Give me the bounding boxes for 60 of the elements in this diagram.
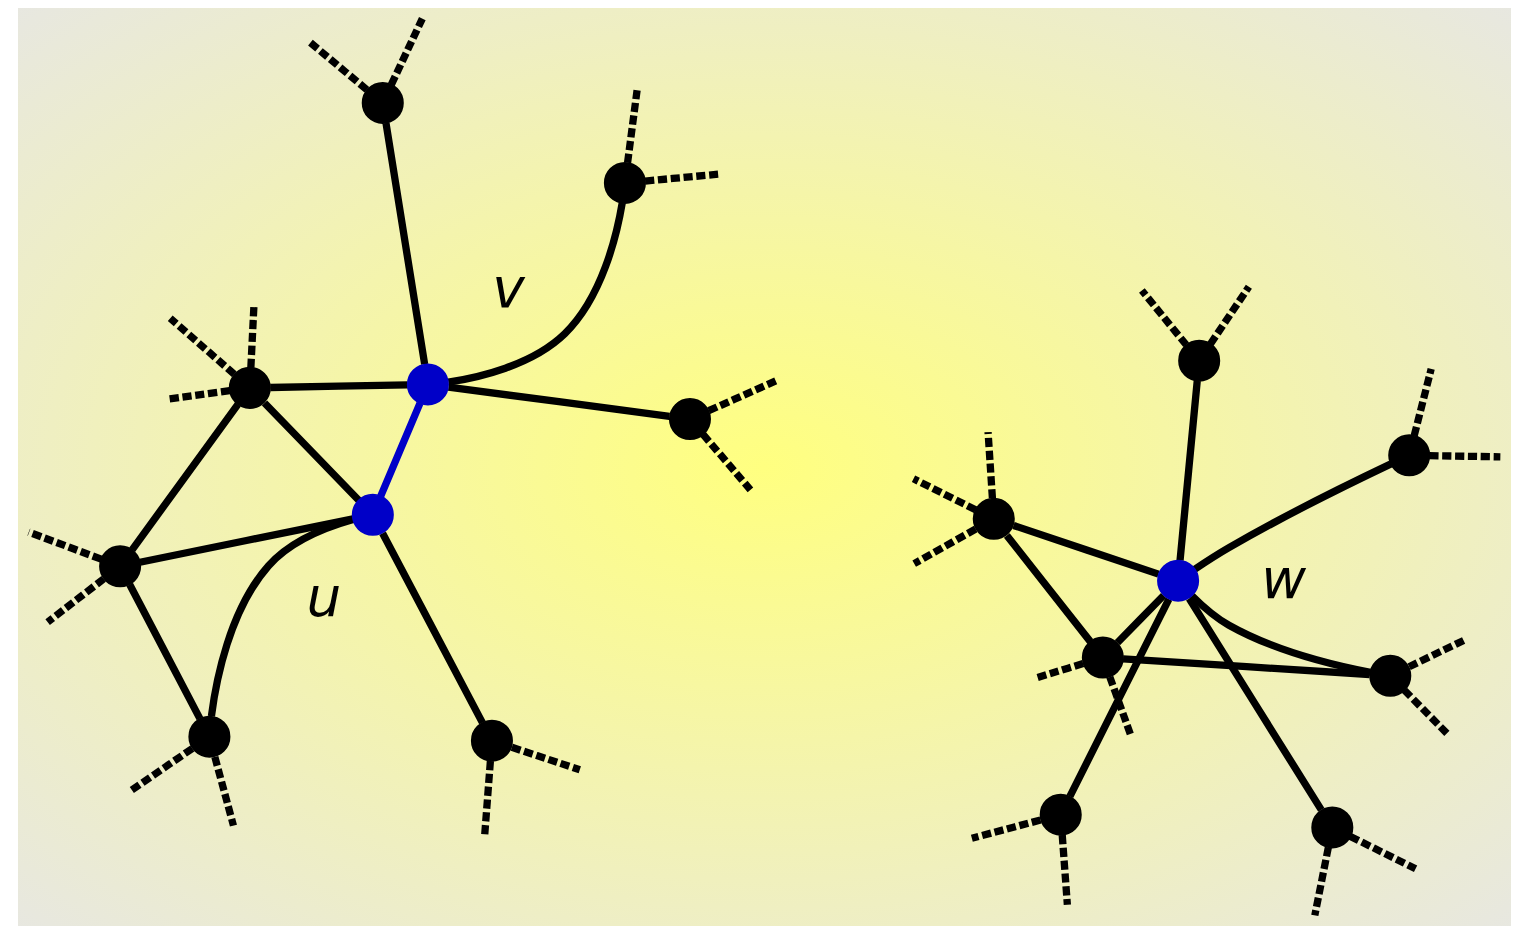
node-circle — [361, 81, 404, 124]
connector — [27, 528, 103, 563]
connector — [1348, 833, 1418, 873]
node-circle — [1311, 806, 1354, 849]
connector — [1401, 687, 1451, 737]
connector — [1114, 592, 1167, 646]
connector — [1186, 596, 1325, 812]
connector — [270, 381, 408, 392]
node-label: v — [492, 255, 525, 320]
connector — [211, 755, 237, 827]
node-circle — [1388, 434, 1431, 477]
connector — [510, 743, 581, 774]
connector — [1311, 846, 1332, 917]
connector — [1192, 460, 1393, 573]
connector — [1139, 288, 1189, 348]
node-circle — [1157, 559, 1200, 602]
connector — [45, 576, 106, 625]
connector — [911, 475, 978, 513]
connector — [707, 377, 778, 415]
connector — [382, 122, 429, 365]
node-label: w — [1261, 547, 1307, 612]
node-circle — [188, 715, 231, 758]
connector — [377, 401, 424, 498]
connector — [261, 400, 362, 503]
connector — [623, 89, 641, 164]
node-circle — [470, 719, 513, 762]
connector — [1012, 521, 1160, 578]
node-circle — [972, 497, 1015, 540]
connector — [126, 582, 204, 721]
node-circle — [603, 161, 646, 204]
connector — [129, 402, 241, 552]
node-circle — [406, 363, 449, 406]
connector — [970, 816, 1042, 842]
connector — [1106, 675, 1135, 738]
connector — [1410, 368, 1435, 437]
node-circle — [351, 493, 394, 536]
connector — [984, 431, 997, 499]
connector — [388, 17, 426, 87]
connector — [912, 525, 978, 567]
connector — [139, 515, 354, 566]
connector — [447, 202, 626, 386]
connector — [247, 305, 258, 368]
connector — [700, 432, 754, 493]
node-circle — [99, 545, 142, 588]
node-circle — [1178, 339, 1221, 382]
connector — [128, 745, 195, 794]
node-circle — [228, 366, 271, 409]
connector — [1122, 655, 1370, 679]
node-circle — [668, 397, 711, 441]
node-circle — [1039, 793, 1082, 836]
connector — [1003, 533, 1094, 644]
node-label: u — [306, 565, 342, 630]
connector — [207, 515, 355, 717]
connector — [167, 386, 231, 403]
node-circle — [1369, 654, 1412, 697]
connector — [1189, 593, 1372, 676]
connector — [1207, 284, 1252, 346]
node-circle — [1081, 636, 1124, 679]
connector — [167, 315, 237, 378]
connector — [307, 38, 370, 93]
